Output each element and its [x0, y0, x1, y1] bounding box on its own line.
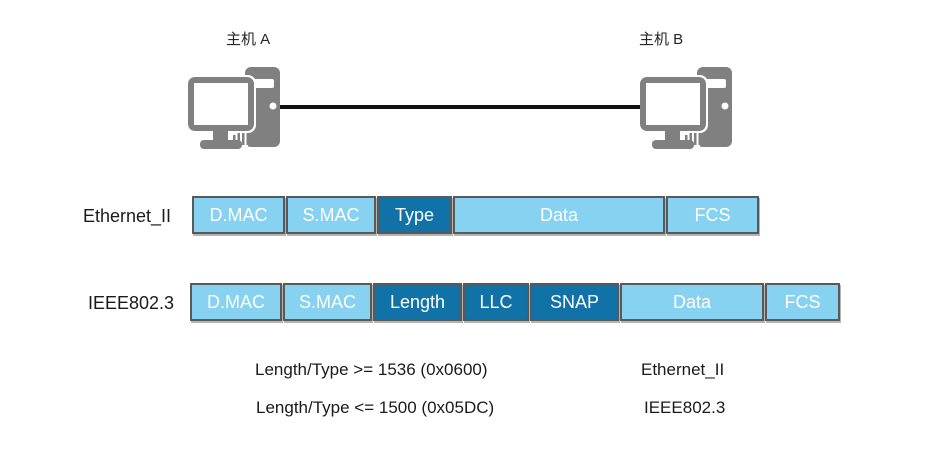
note-condition-ethernet-ii: Length/Type >= 1536 (0x0600): [255, 360, 488, 379]
field-ieee8023-data: Data: [620, 283, 764, 321]
field-ieee8023-smac: S.MAC: [283, 283, 372, 321]
field-ieee8023-dmac: D.MAC: [190, 283, 282, 321]
field-ethernet2-dmac: D.MAC: [192, 196, 285, 234]
field-ethernet2-smac: S.MAC: [286, 196, 376, 234]
field-ieee8023-snap: SNAP: [530, 283, 619, 321]
field-ethernet2-data: Data: [453, 196, 665, 234]
host-a-label: 主机 A: [226, 31, 271, 48]
host-a-computer-icon: [188, 67, 280, 149]
frame-label-ieee8023: IEEE802.3: [88, 293, 175, 313]
field-ethernet2-fcs: FCS: [666, 196, 759, 234]
ethernet-cable: [278, 105, 642, 109]
note-condition-ieee8023: Length/Type <= 1500 (0x05DC): [256, 398, 495, 417]
field-ethernet2-type: Type: [377, 196, 452, 234]
frame-ethernet-ii: D.MAC S.MAC Type Data FCS: [192, 196, 759, 234]
note-result-ieee8023: IEEE802.3: [644, 398, 726, 417]
host-b-label: 主机 B: [639, 31, 684, 48]
host-b-computer-icon: [640, 67, 732, 149]
note-result-ethernet-ii: Ethernet_II: [641, 360, 725, 379]
field-ieee8023-length: Length: [373, 283, 462, 321]
frame-ieee8023: D.MAC S.MAC Length LLC SNAP Data FCS: [190, 283, 840, 321]
frame-label-ethernet-ii: Ethernet_II: [83, 206, 172, 226]
field-ieee8023-fcs: FCS: [765, 283, 840, 321]
field-ieee8023-llc: LLC: [463, 283, 529, 321]
